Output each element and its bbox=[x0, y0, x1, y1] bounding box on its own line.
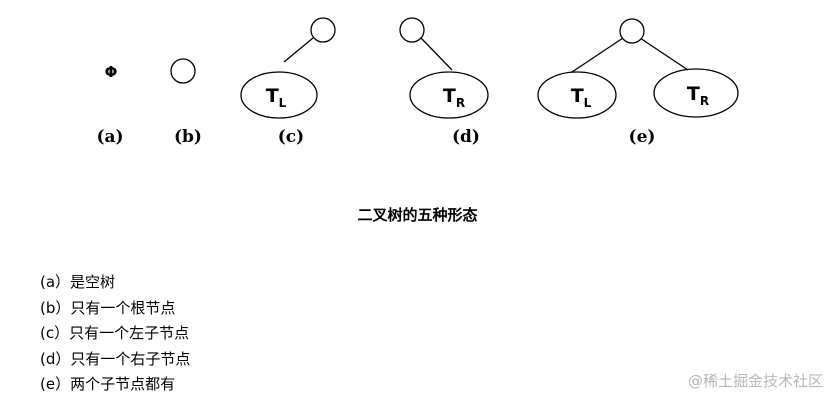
watermark: @稀土掘金技术社区 bbox=[687, 372, 823, 390]
form-label-d: (d) bbox=[452, 127, 480, 147]
form-label-c: (c) bbox=[278, 127, 304, 147]
description-item-a: (a）是空树 bbox=[40, 273, 116, 291]
description-item-c: (c）只有一个左子节点 bbox=[40, 324, 190, 342]
right-subtree-e bbox=[653, 68, 739, 118]
description-list: (a）是空树 (b）只有一个根节点 (c）只有一个左子节点 (d）只有一个右子节… bbox=[40, 270, 190, 398]
right-subtree-d bbox=[409, 71, 489, 119]
form-label-b: (b) bbox=[174, 127, 202, 147]
subtree-label-d: TR bbox=[443, 85, 465, 110]
form-label-e: (e) bbox=[629, 127, 656, 147]
form-label-a: (a) bbox=[96, 127, 123, 147]
description-item-b: (b）只有一个根节点 bbox=[40, 298, 176, 317]
edge-e-left bbox=[571, 37, 624, 73]
root-node-d bbox=[399, 17, 425, 43]
left-subtree-c bbox=[240, 71, 318, 119]
edge-d-right bbox=[420, 37, 453, 71]
edge-c-left bbox=[283, 37, 314, 63]
description-item-e: (e）两个子节点都有 bbox=[40, 375, 176, 393]
subtree-label-e-right: TR bbox=[687, 83, 709, 108]
root-node-b bbox=[170, 58, 196, 84]
empty-tree-symbol: Φ bbox=[105, 63, 118, 81]
figure-caption: 二叉树的五种形态 bbox=[357, 206, 478, 224]
edge-e-right bbox=[639, 37, 689, 71]
root-node-c bbox=[310, 17, 336, 43]
left-subtree-e bbox=[537, 71, 617, 119]
description-item-d: (d）只有一个右子节点 bbox=[40, 349, 191, 368]
root-node-e bbox=[619, 18, 645, 44]
binary-tree-forms-diagram: Φ TL TR TL TR (a) (b) (c) (d) (e) bbox=[96, 17, 739, 147]
subtree-label-e-left: TL bbox=[571, 85, 592, 110]
subtree-label-c: TL bbox=[266, 85, 287, 110]
